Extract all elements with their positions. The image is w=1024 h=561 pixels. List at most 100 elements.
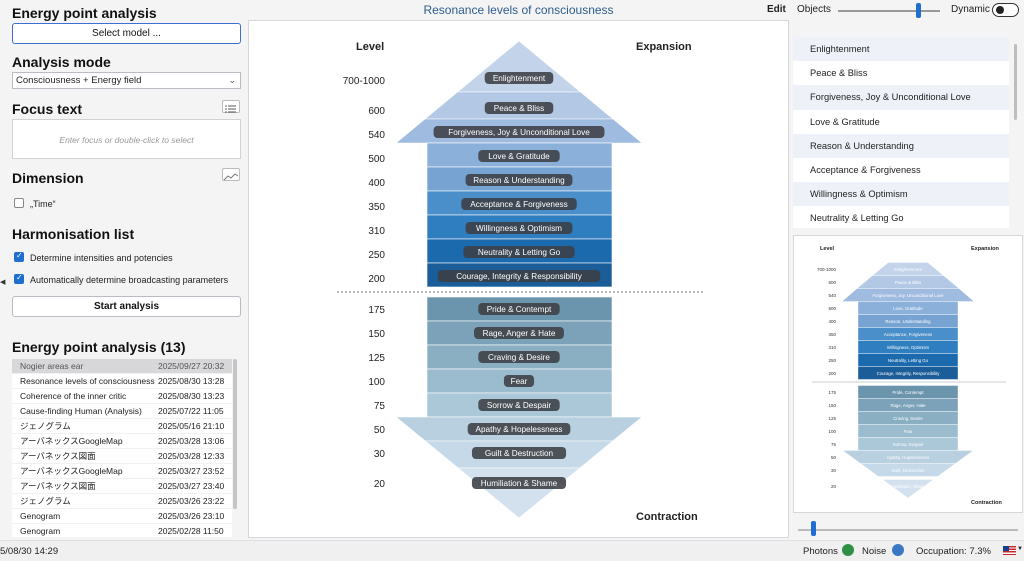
- level-label: Acceptance & Forgiveness: [470, 200, 567, 209]
- history-scrollbar[interactable]: [233, 359, 237, 509]
- language-flag-icon[interactable]: [1003, 546, 1016, 555]
- analysis-mode-select[interactable]: Consciousness + Energy field ⌄: [12, 72, 241, 89]
- history-name: Cause-finding Human (Analysis): [20, 406, 142, 416]
- history-row[interactable]: ジェノグラム 2025/05/16 21:10: [12, 419, 232, 434]
- level-value: 20: [374, 479, 386, 490]
- levels-list-scrollbar[interactable]: [1014, 44, 1017, 120]
- level-label-pill: [478, 351, 560, 363]
- level-label-pill: [503, 375, 535, 387]
- level-list-item[interactable]: Enlightenment: [793, 37, 1009, 62]
- level-value: 500: [368, 154, 385, 165]
- preview-level-value: 250: [828, 358, 836, 363]
- level-list-item[interactable]: Acceptance & Forgiveness: [810, 164, 921, 175]
- list-icon[interactable]: [222, 100, 240, 113]
- level-label-pill: [478, 150, 560, 162]
- chart-title: Resonance levels of consciousness: [423, 3, 614, 17]
- preview-level-value: 600: [828, 280, 836, 285]
- photons-status-icon[interactable]: [842, 544, 854, 556]
- level-label-pill: [471, 447, 567, 459]
- preview-level-value: 350: [828, 332, 836, 337]
- level-value: 540: [368, 130, 385, 141]
- level-value: 200: [368, 274, 385, 285]
- noise-label: Noise: [862, 546, 887, 557]
- determine-intensities-checkbox[interactable]: [14, 251, 24, 262]
- level-label-pill: [478, 303, 560, 315]
- preview-level-value: 20: [831, 484, 837, 489]
- level-label: Peace & Bliss: [494, 104, 545, 113]
- level-value: 30: [374, 449, 386, 460]
- history-name: アーバネックス図面: [20, 451, 96, 461]
- focus-text-input[interactable]: Enter focus or double-click to select: [12, 119, 241, 159]
- level-label-pill: [463, 246, 575, 258]
- level-header: Level: [356, 41, 384, 53]
- history-title: Energy point analysis (13): [12, 339, 186, 355]
- preview-slider-thumb[interactable]: [811, 521, 816, 536]
- level-label: Craving & Desire: [488, 353, 550, 362]
- level-list-item[interactable]: Forgiveness, Joy & Unconditional Love: [793, 85, 1009, 110]
- level-list-item[interactable]: Peace & Bliss: [810, 68, 868, 79]
- objects-slider-thumb[interactable]: [916, 3, 921, 18]
- level-list-item[interactable]: Neutrality & Letting Go: [810, 213, 904, 224]
- level-band: [457, 467, 581, 519]
- history-name: ジェノグラム: [20, 496, 71, 506]
- status-bar: 5/08/30 14:29 Photons Noise Occupation: …: [0, 540, 1024, 561]
- chevron-down-icon[interactable]: ▼: [1017, 546, 1023, 552]
- select-model-button[interactable]: Select model ...: [12, 23, 241, 44]
- preview-band-label: Acceptance, Forgiveness: [884, 332, 932, 337]
- level-list-item[interactable]: Love & Gratitude: [810, 116, 880, 127]
- history-date: 2025/05/16 21:10: [158, 421, 225, 431]
- preview-band-label: Fear: [904, 429, 913, 434]
- objects-slider-track[interactable]: [838, 10, 940, 12]
- level-label-pill: [433, 126, 605, 138]
- dynamic-toggle[interactable]: [992, 3, 1019, 17]
- preview-level-value: 400: [828, 319, 836, 324]
- broadcasting-parameters-checkbox[interactable]: [14, 273, 24, 284]
- toggle-knob: [996, 6, 1004, 14]
- time-checkbox[interactable]: [14, 198, 24, 208]
- chart-icon[interactable]: [222, 168, 240, 181]
- preview-slider-track[interactable]: [798, 529, 1018, 531]
- level-value: 175: [368, 305, 385, 316]
- noise-status-icon[interactable]: [892, 544, 904, 556]
- left-panel: Energy point analysis Select model ... A…: [0, 0, 246, 540]
- level-label-pill: [484, 72, 554, 84]
- panel-title: Energy point analysis: [12, 5, 157, 21]
- history-name: アーバネックス図面: [20, 481, 96, 491]
- edit-toggle[interactable]: Edit: [767, 4, 786, 15]
- history-date: 2025/03/27 23:52: [158, 466, 225, 476]
- history-name: ジェノグラム: [20, 421, 71, 431]
- level-list-item[interactable]: Reason & Understanding: [793, 133, 1009, 158]
- preview-band-label: Craving, Desire: [893, 416, 923, 421]
- dimension-title: Dimension: [12, 170, 84, 186]
- preview-band-label: Enlightenment: [894, 267, 922, 272]
- history-date: 2025/09/27 20:32: [158, 361, 225, 371]
- occupation-label: Occupation: 7.3%: [916, 546, 991, 557]
- preview-level-value: 500: [828, 306, 836, 311]
- preview-band-label: Peace & Bliss: [895, 280, 922, 285]
- time-label: „Time“: [30, 199, 56, 209]
- history-name: Coherence of the inner critic: [20, 391, 127, 401]
- start-analysis-button[interactable]: Start analysis: [12, 296, 241, 317]
- level-label-pill: [471, 477, 567, 489]
- history-row[interactable]: Cause-finding Human (Analysis)2025/07/22…: [12, 404, 232, 419]
- history-row[interactable]: アーバネックスGoogleMap 2025/03/27 23:52: [12, 464, 232, 479]
- photons-label: Photons: [803, 546, 838, 557]
- history-name: アーバネックスGoogleMap: [20, 466, 123, 476]
- preview-level-value: 310: [828, 345, 836, 350]
- level-list-item[interactable]: Willingness & Optimism: [793, 182, 1009, 207]
- collapse-arrow-icon[interactable]: ◀: [0, 279, 6, 286]
- determine-intensities-label: Determine intensities and potencies: [30, 253, 173, 263]
- level-label: Guilt & Destruction: [485, 449, 554, 458]
